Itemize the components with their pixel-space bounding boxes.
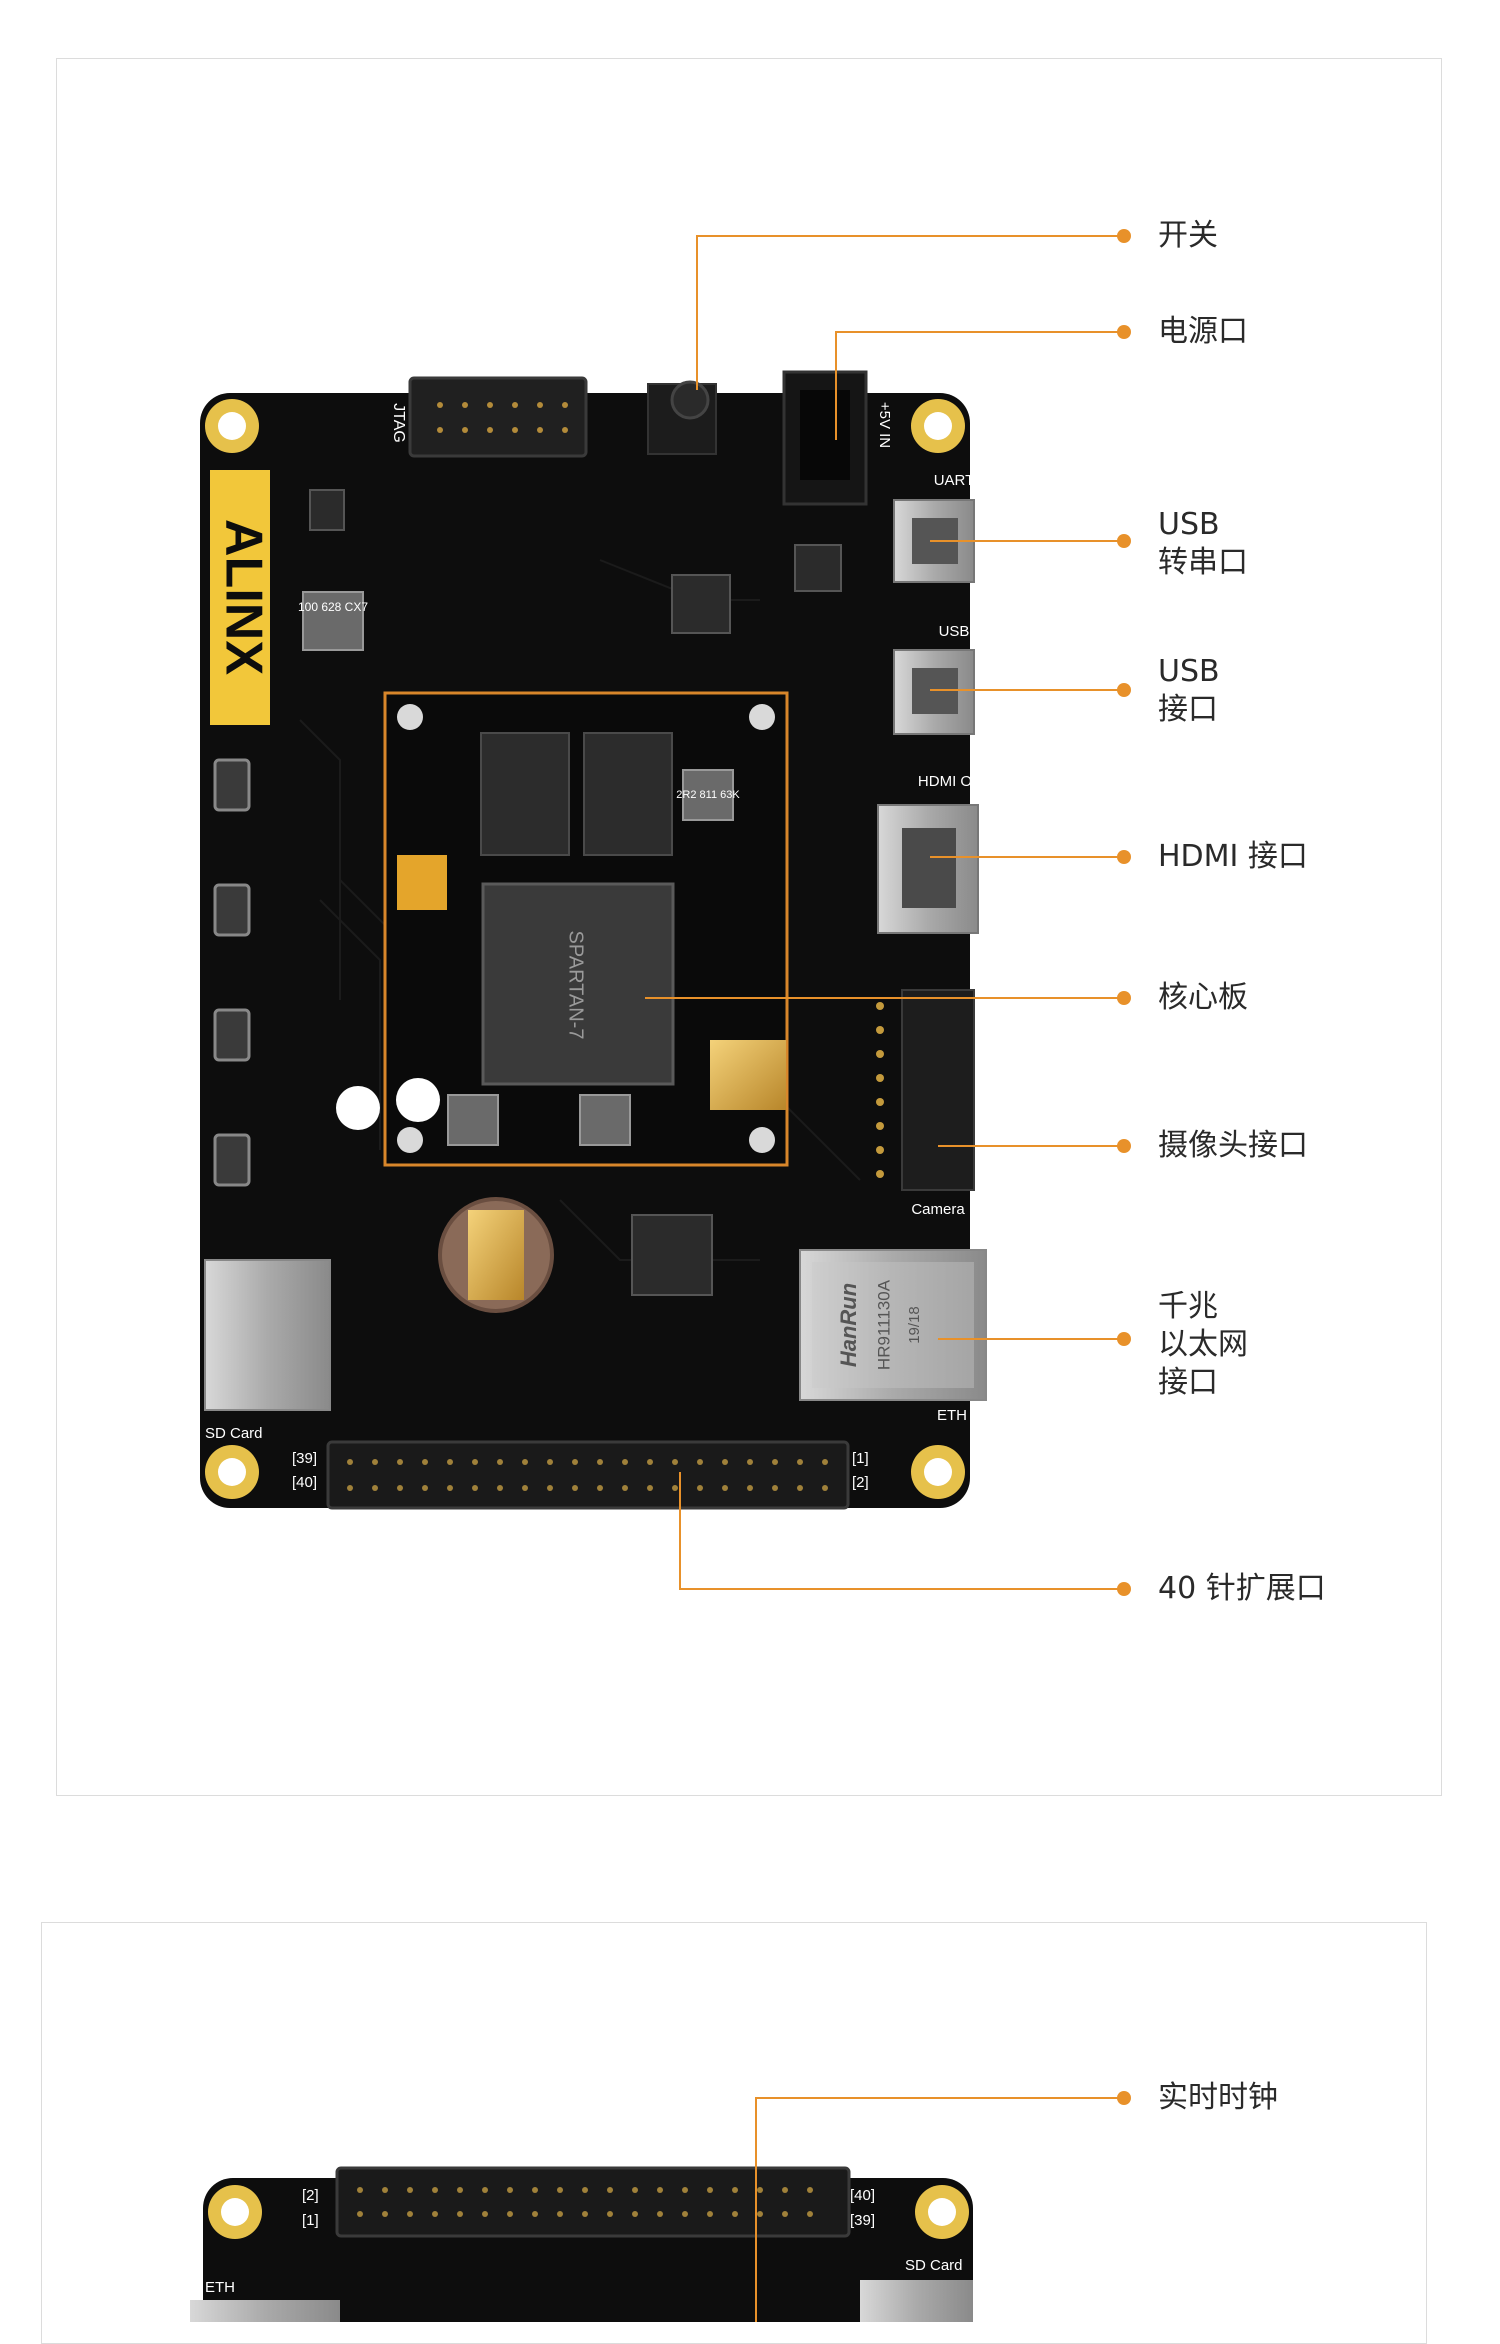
svg-text:JTAG: JTAG: [390, 403, 407, 443]
callout-dot: [1117, 1582, 1131, 1596]
callout-dot: [1117, 1332, 1131, 1346]
label-rtc: 实时时钟: [1158, 2080, 1278, 2115]
label-40pin: 40 针扩展口: [1158, 1571, 1326, 1606]
label-ethernet: 千兆 以太网 接口: [1158, 1289, 1248, 1400]
svg-text:[2]: [2]: [302, 2187, 319, 2204]
callout-lines: [645, 235, 1122, 1590]
svg-text:[39]: [39]: [292, 1450, 317, 1467]
svg-text:SD Card: SD Card: [905, 2257, 963, 2274]
fpga-board-top: ALINX JTAG +5V IN UART: [200, 370, 987, 1510]
callout-dot: [1117, 1139, 1131, 1153]
power-jack: +5V IN: [782, 370, 893, 506]
usb-connector: USB: [893, 623, 975, 735]
svg-text:[39]: [39]: [850, 2212, 875, 2229]
callout-dot: [1117, 850, 1131, 864]
label-usb-uart: USB 转串口: [1158, 507, 1248, 580]
svg-text:100 628 CX7: 100 628 CX7: [298, 600, 368, 614]
rtc-battery: [438, 1197, 554, 1313]
label-core-board: 核心板: [1158, 980, 1248, 1015]
svg-text:[1]: [1]: [302, 2212, 319, 2229]
callout-dot: [1117, 325, 1131, 339]
svg-text:UART: UART: [934, 472, 975, 489]
svg-text:HanRun: HanRun: [836, 1283, 861, 1367]
svg-text:SPARTAN-7: SPARTAN-7: [565, 931, 587, 1040]
label-hdmi: HDMI 接口: [1158, 839, 1308, 874]
hdmi-connector: HDMI O: [877, 773, 979, 934]
ethernet-port: HanRun HR911130A 19/18 ETH: [799, 1249, 987, 1424]
label-camera: 摄像头接口: [1158, 1128, 1308, 1163]
power-switch: [647, 380, 717, 455]
svg-text:[40]: [40]: [292, 1474, 317, 1491]
callout-dot: [1117, 229, 1131, 243]
callout-dot: [1117, 2091, 1131, 2105]
camera-header: Camera: [876, 989, 975, 1218]
push-buttons: [213, 758, 251, 1187]
inductor: 100 628 CX7: [298, 591, 368, 651]
svg-text:+5V IN: +5V IN: [876, 402, 893, 448]
svg-text:ETH: ETH: [205, 2279, 235, 2296]
40-pin-header: [39] [40] [1] [2]: [292, 1440, 869, 1510]
fpga-board-bottom: [2] [1] [40] [39] ETH SD Card: [190, 2166, 973, 2322]
mounting-hole: [205, 399, 965, 1499]
sd-card-slot: SD Card: [204, 1259, 331, 1442]
svg-text:[2]: [2]: [852, 1474, 869, 1491]
core-module: SPARTAN-7 2R2 811 63K: [336, 691, 789, 1167]
label-power: 电源口: [1158, 314, 1248, 349]
svg-text:ETH: ETH: [937, 1407, 967, 1424]
logo-text: ALINX: [214, 519, 272, 675]
alinx-logo: ALINX: [210, 470, 272, 725]
svg-text:SD Card: SD Card: [205, 1425, 263, 1442]
svg-text:19/18: 19/18: [906, 1306, 923, 1344]
svg-text:HR911130A: HR911130A: [874, 1279, 893, 1370]
svg-text:USB: USB: [939, 623, 970, 640]
callout-line-rtc: [755, 2097, 1122, 2322]
svg-text:Camera: Camera: [911, 1201, 965, 1218]
label-switch: 开关: [1158, 218, 1218, 253]
jtag-header: JTAG: [390, 376, 588, 458]
svg-text:2R2 811 63K: 2R2 811 63K: [676, 789, 740, 801]
svg-text:[40]: [40]: [850, 2187, 875, 2204]
label-usb: USB 接口: [1158, 654, 1220, 727]
callout-dot: [1117, 683, 1131, 697]
svg-text:[1]: [1]: [852, 1450, 869, 1467]
callout-dot: [1117, 991, 1131, 1005]
svg-text:HDMI O: HDMI O: [918, 773, 972, 790]
callout-dot: [1117, 534, 1131, 548]
